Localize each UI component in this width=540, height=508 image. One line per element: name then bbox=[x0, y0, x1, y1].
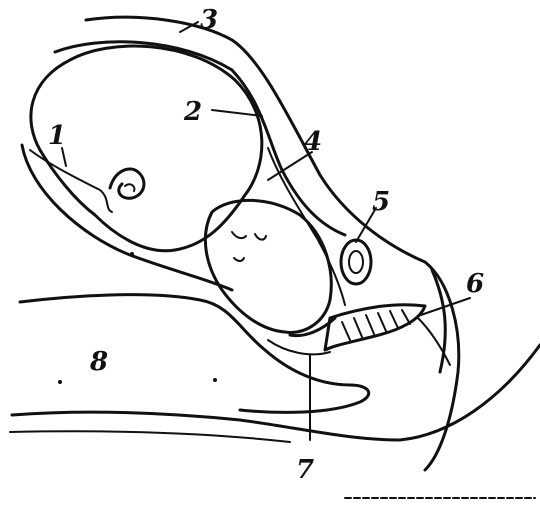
speck-b bbox=[213, 378, 217, 382]
striated-band-outline bbox=[325, 305, 425, 350]
label-5: 5 bbox=[372, 187, 390, 217]
speck-c bbox=[130, 252, 134, 256]
curl-inner bbox=[125, 184, 134, 191]
label-1: 1 bbox=[48, 121, 66, 151]
bottom-base-line bbox=[10, 431, 290, 442]
oval-inner bbox=[349, 251, 363, 273]
speck-a bbox=[58, 380, 62, 384]
label-6: 6 bbox=[466, 269, 484, 299]
lobe-mark-b bbox=[255, 234, 266, 240]
label-8: 8 bbox=[89, 347, 108, 377]
label-3: 3 bbox=[200, 5, 218, 35]
label-7: 7 bbox=[296, 455, 314, 485]
outer-wall-line bbox=[86, 17, 459, 470]
curl-structure bbox=[110, 169, 144, 198]
oval-structure bbox=[341, 240, 371, 284]
label-4: 4 bbox=[304, 127, 322, 157]
left-opening-outline bbox=[22, 145, 232, 290]
lobe-base-arc bbox=[268, 340, 330, 354]
lobe-mark-c bbox=[234, 258, 244, 261]
lobe-mark-a bbox=[232, 232, 246, 238]
left-opening-inner bbox=[30, 150, 112, 212]
label-2: 2 bbox=[183, 97, 202, 127]
